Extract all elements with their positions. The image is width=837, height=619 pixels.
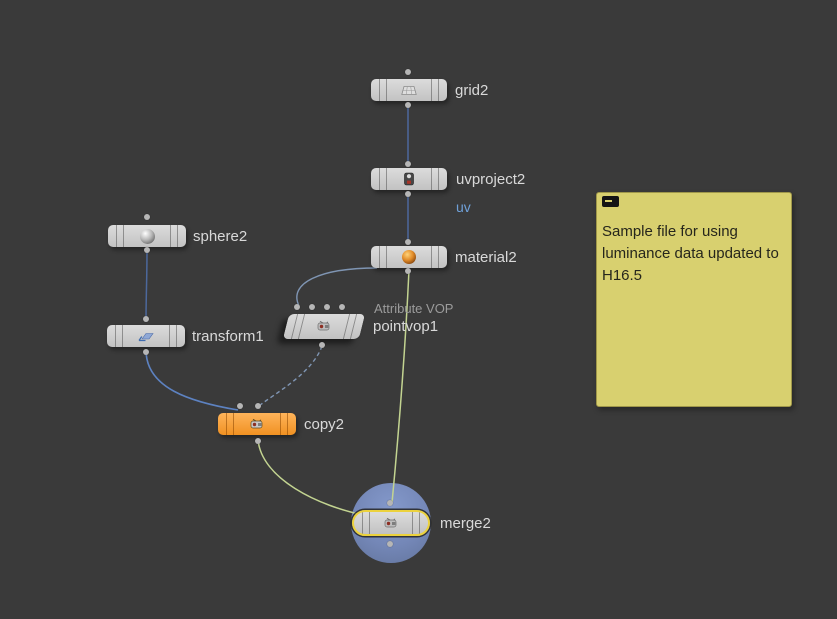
uvproject2-output-label: uv	[456, 199, 471, 215]
sticky-note-text: Sample file for using luminance data upd…	[602, 223, 779, 284]
node-label-grid2[interactable]: grid2	[455, 82, 489, 99]
node-label-material2[interactable]: material2	[455, 249, 517, 266]
minimize-icon	[605, 200, 612, 202]
copy2-input1-connector[interactable]	[237, 403, 243, 409]
grid2-input-connector[interactable]	[405, 69, 411, 75]
merge2-output-connector[interactable]	[387, 541, 393, 547]
copy-machine-icon	[249, 418, 265, 431]
pointvop1-input1-connector[interactable]	[294, 304, 300, 310]
node-label-pointvop1[interactable]: pointvop1	[373, 318, 439, 335]
pointvop1-input4-connector[interactable]	[339, 304, 345, 310]
copy2-output-connector[interactable]	[255, 438, 261, 444]
node-label-uvproject2[interactable]: uvproject2	[456, 171, 526, 188]
transform1-input-connector[interactable]	[143, 316, 149, 322]
node-label-sphere2[interactable]: sphere2	[193, 228, 248, 245]
sticky-note-collapse-button[interactable]	[602, 196, 619, 207]
pointvop1-type-label: Attribute VOP	[374, 301, 454, 316]
copy2-input2-connector[interactable]	[255, 403, 261, 409]
node-transform1[interactable]	[107, 325, 185, 347]
wire-sphere2-transform1[interactable]	[145, 248, 148, 323]
pointvop1-input3-connector[interactable]	[324, 304, 330, 310]
node-grid2[interactable]	[371, 79, 447, 101]
node-material2[interactable]	[371, 246, 447, 268]
node-merge2[interactable]	[352, 510, 430, 536]
sphere2-input-connector[interactable]	[144, 214, 150, 220]
merge-machine-icon	[383, 517, 399, 530]
wire-material2-pointvop1[interactable]	[296, 267, 378, 307]
node-uvproject2[interactable]	[371, 168, 447, 190]
node-label-transform1[interactable]: transform1	[192, 328, 264, 345]
node-label-copy2[interactable]: copy2	[304, 416, 345, 433]
transform1-output-connector[interactable]	[143, 349, 149, 355]
sphere2-output-connector[interactable]	[144, 247, 150, 253]
uvproject2-output-connector[interactable]	[405, 191, 411, 197]
wire-pointvop1-copy2-reference[interactable]	[258, 345, 323, 407]
material2-output-connector[interactable]	[405, 268, 411, 274]
uvproject2-input-connector[interactable]	[405, 161, 411, 167]
wire-material2-merge2[interactable]	[391, 269, 410, 504]
pointvop1-output-connector[interactable]	[319, 342, 325, 348]
wire-transform1-copy2[interactable]	[145, 349, 239, 411]
uvproject-icon	[402, 172, 416, 186]
node-sphere2[interactable]	[108, 225, 186, 247]
material2-input-connector[interactable]	[405, 239, 411, 245]
sticky-note[interactable]: Sample file for using luminance data upd…	[596, 192, 792, 407]
node-copy2[interactable]	[218, 413, 296, 435]
material-shaderball-icon	[402, 250, 416, 264]
grid-icon	[400, 85, 418, 96]
node-pointvop1[interactable]	[282, 314, 366, 339]
wire-copy2-merge2[interactable]	[257, 439, 369, 517]
node-label-merge2[interactable]: merge2	[440, 515, 491, 532]
sphere-icon	[139, 228, 155, 244]
vop-machine-icon	[316, 320, 332, 333]
pointvop1-input2-connector[interactable]	[309, 304, 315, 310]
transform-icon	[137, 330, 155, 342]
merge2-input-connector[interactable]	[387, 500, 393, 506]
grid2-output-connector[interactable]	[405, 102, 411, 108]
